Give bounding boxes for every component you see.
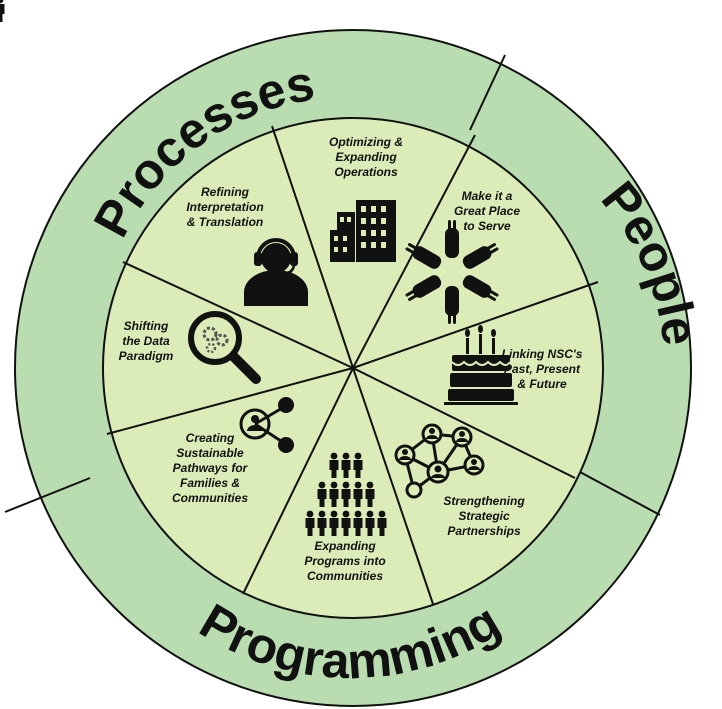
ring-divider-right	[579, 471, 661, 516]
segment-label-line: Interpretation	[186, 200, 263, 214]
buildings-icon	[330, 200, 396, 262]
segment-label-line: Paradigm	[119, 349, 174, 363]
headset-person-icon	[244, 238, 308, 306]
segment-label-line: Pathways for	[173, 461, 249, 475]
segment-label-line: & Translation	[187, 215, 263, 229]
segment-label-line: Great Place	[454, 204, 520, 218]
ring-divider-left	[4, 477, 91, 513]
segment-label-line: Expanding	[314, 539, 376, 553]
segment-label-line: Communities	[307, 569, 383, 583]
ring-divider-top	[469, 54, 506, 131]
segment-label-line: Partnerships	[447, 524, 521, 538]
segment-label-line: & Future	[517, 377, 567, 391]
people-crowd-icon	[0, 0, 387, 536]
segment-label-line: Refining	[201, 185, 250, 199]
segment-label-line: Programs into	[304, 554, 385, 568]
segment-label-line: the Data	[122, 334, 170, 348]
segment-label-line: Strategic	[458, 509, 510, 523]
segment-label-line: Operations	[334, 165, 398, 179]
segment-label-line: Families &	[180, 476, 240, 490]
segment-label-line: Make it a	[462, 189, 513, 203]
network-people-icon	[394, 423, 485, 499]
segment-label-line: Optimizing &	[329, 135, 403, 149]
segment-label-line: to Serve	[463, 219, 511, 233]
joined-hands-icon	[405, 220, 499, 324]
segment-label-line: Past, Present	[504, 362, 581, 376]
magnifier-gears-icon	[188, 311, 261, 384]
share-person-icon	[239, 397, 294, 453]
segment-label-line: Communities	[172, 491, 248, 505]
birthday-cake-icon	[444, 325, 518, 405]
segment-dividers	[106, 125, 599, 605]
segment-label-line: Sustainable	[176, 446, 244, 460]
segment-label-line: Expanding	[335, 150, 397, 164]
segment-label-line: Shifting	[124, 319, 169, 333]
segment-label-line: Creating	[186, 431, 235, 445]
segment-label-line: Linking NSC's	[502, 347, 583, 361]
segment-label-line: Strengthening	[443, 494, 525, 508]
